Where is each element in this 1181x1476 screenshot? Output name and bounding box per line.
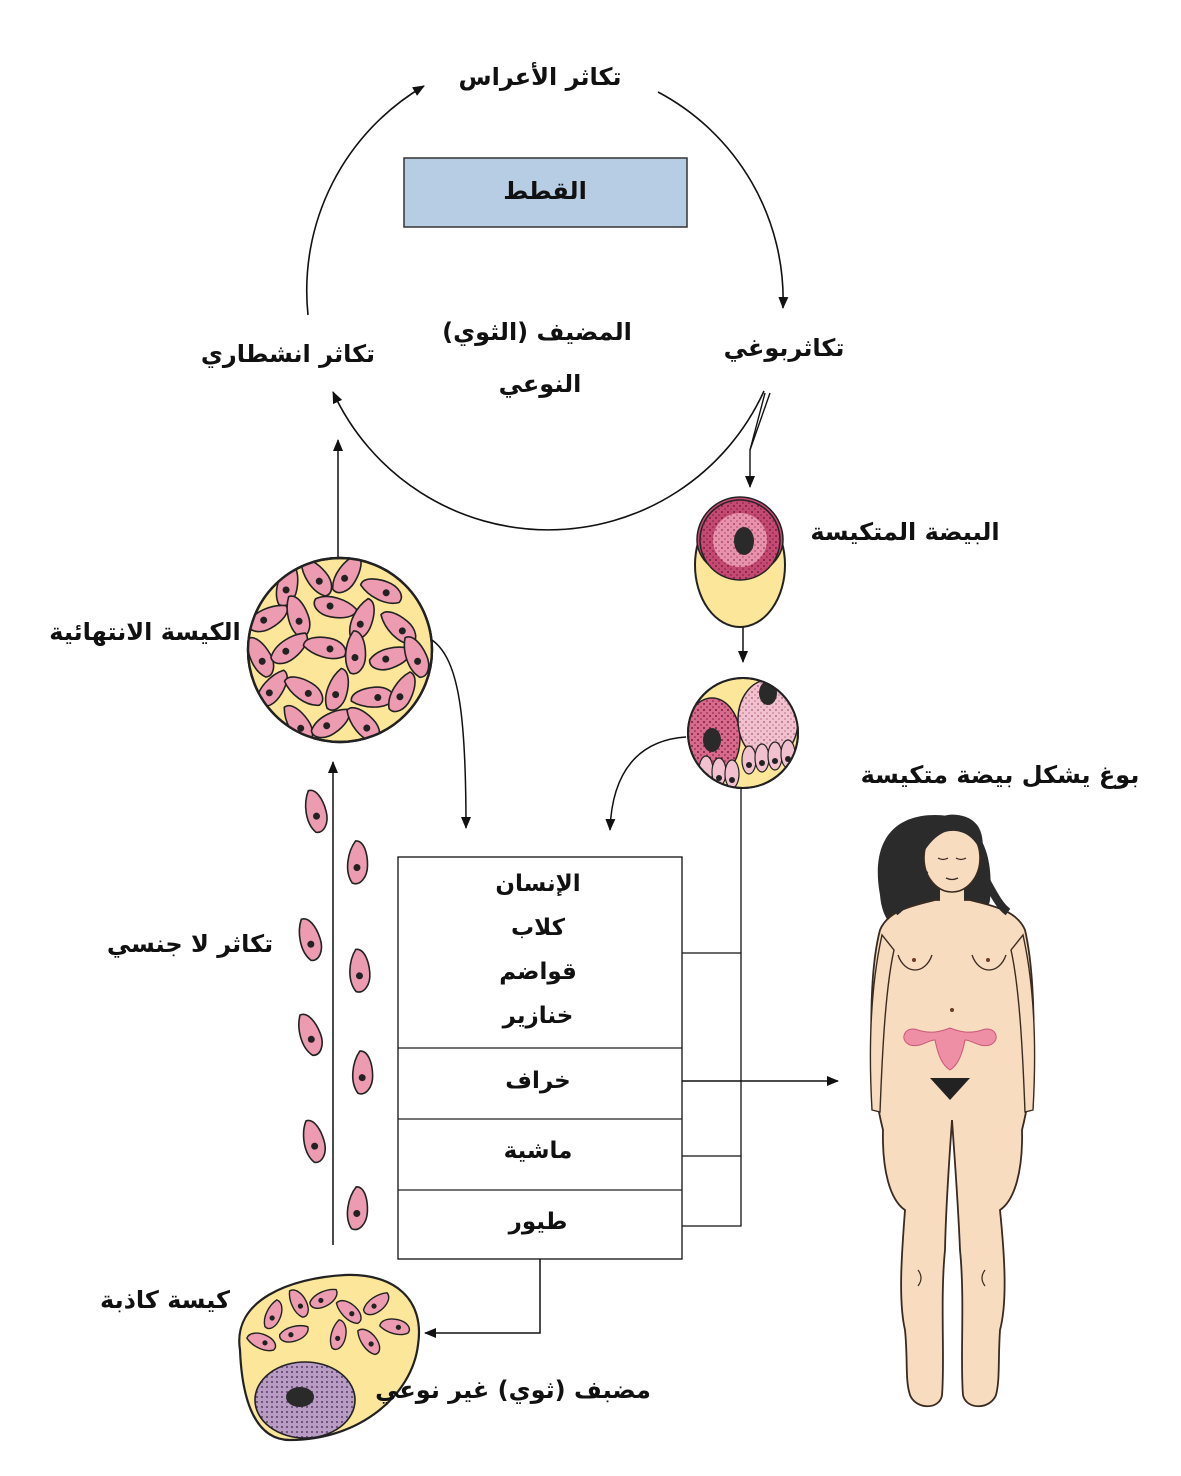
cycle-arc-bottom [332, 390, 765, 531]
oocyst-shed-line [749, 392, 766, 451]
definitive-host-label-line2: النوعي [499, 370, 582, 398]
definitive-host-box [403, 157, 688, 228]
intermediate-host-label: مضبف (ثوي) غير نوعي [375, 1376, 651, 1404]
human-host-figure [869, 814, 1036, 1408]
uterus-icon [903, 1027, 997, 1071]
host-cattle: ماشية [504, 1138, 573, 1164]
sporulated-oocyst-label: بوغ يشكل بيضة متكيسة [861, 761, 1140, 789]
gametogony-label: تكاثر الأعراس [458, 62, 621, 91]
oocyst-host-bracket [682, 788, 742, 1227]
oocyst-illustration [694, 496, 786, 628]
intermediate-host-table: الإنسان كلاب قواضم خنازير خراف ماشية طيو… [397, 856, 683, 1260]
host-sheep: خراف [505, 1068, 571, 1094]
host-dogs: كلاب [511, 915, 566, 941]
oocyst-shed-arrow [745, 392, 771, 488]
tissue-cyst-label: الكيسة الانتهائية [49, 618, 240, 646]
tissue-cyst-illustration [246, 556, 434, 744]
definitive-host-label: المضيف (الثوي) [442, 318, 632, 346]
sporulated-oocyst-illustration [687, 677, 799, 789]
schizogony-label: تكاثر انشطاري [201, 340, 375, 368]
asexual-reproduction-label: تكاثر لا جنسي [107, 930, 273, 958]
pseudocyst-label: كيسة كاذبة [100, 1286, 230, 1314]
host-rodents: قواضم [499, 959, 577, 985]
cats-label: القطط [503, 177, 587, 205]
tissue-cyst-to-hosts-arrow [431, 639, 471, 829]
hosts-to-pseudocyst-arrow [424, 1259, 541, 1338]
oocyst-label: البيضة المتكيسة [810, 518, 999, 546]
oocyst-to-hosts-arrow [605, 736, 687, 831]
sporogony-label: تكاثربوغي [724, 334, 845, 362]
host-birds: طيور [508, 1209, 568, 1235]
tachyzoites [295, 788, 377, 1233]
cycle-arc-left [305, 85, 425, 316]
host-pigs: خنازير [502, 1003, 574, 1029]
cycle-arc-right [657, 91, 789, 309]
host-human: الإنسان [495, 871, 580, 897]
pseudocyst-illustration [238, 1273, 421, 1442]
definitive-host-cycle [305, 85, 789, 531]
